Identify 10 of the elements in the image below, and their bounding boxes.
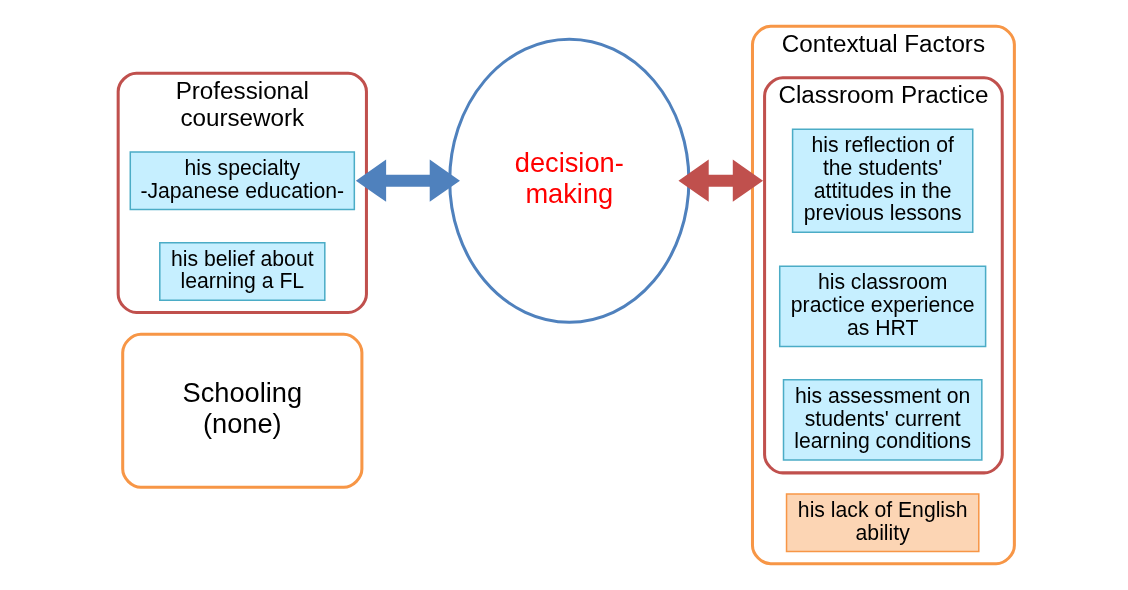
node-box: his specialty -Japanese education- bbox=[129, 151, 356, 211]
node-box: his lack of English ability bbox=[785, 493, 980, 553]
node-box: his reflection of the students' attitudes in the previous lessons bbox=[791, 128, 974, 233]
node-ellipse: decision-making bbox=[448, 37, 691, 324]
node-box: his belief about learning a FL bbox=[159, 242, 326, 302]
node-box: his classroom practice experience as HRT bbox=[778, 265, 987, 348]
arrow bbox=[355, 159, 460, 202]
node-box: his assessment on students' current learning conditions bbox=[782, 379, 983, 461]
arrow bbox=[678, 159, 764, 202]
node-box: Schooling (none) bbox=[121, 332, 364, 489]
